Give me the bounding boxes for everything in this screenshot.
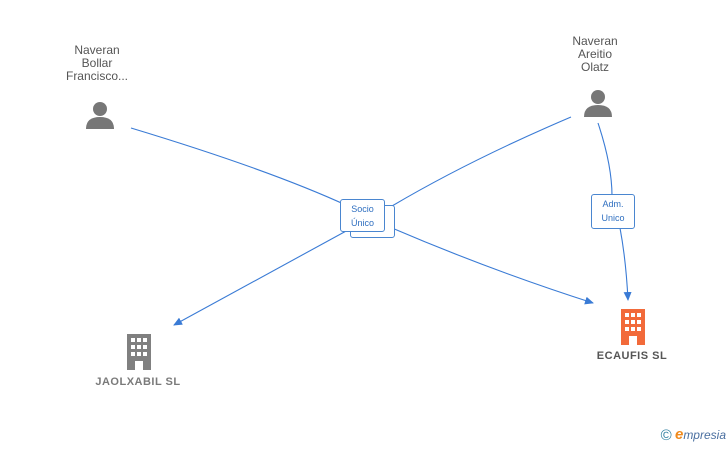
- company-name[interactable]: JAOLXABIL SL: [95, 376, 181, 388]
- edge-label-line: Unico: [601, 213, 625, 223]
- person-icon[interactable]: [583, 88, 613, 118]
- person-name-line: Bollar: [81, 56, 113, 70]
- edge-label-adm-unico[interactable]: Adm. Unico: [591, 194, 635, 229]
- edge-label-socio-unico[interactable]: Socio Único: [340, 199, 385, 232]
- edge-line-to-jaolxabil: [173, 229, 349, 326]
- brand-logo-text: mpresia: [683, 428, 726, 442]
- person-name[interactable]: Naveran Bollar Francisco...: [37, 44, 157, 83]
- person-icon[interactable]: [85, 100, 115, 130]
- copyright-symbol: ©: [660, 427, 672, 444]
- edge-label-line: Único: [350, 218, 374, 228]
- person-name-line: Francisco...: [65, 69, 128, 83]
- company-name[interactable]: ECAUFIS SL: [596, 350, 668, 362]
- person-name-line: Naveran: [572, 34, 618, 48]
- edge-line-adm: [597, 122, 613, 197]
- brand-logo-initial: e: [674, 426, 684, 443]
- person-name[interactable]: Naveran Areitio Olatz: [535, 35, 655, 74]
- building-icon[interactable]: [618, 309, 648, 345]
- edge-label-line: Socio: [351, 204, 374, 214]
- edge-line-person2-socio: [391, 116, 572, 207]
- person-name-line: Areitio: [577, 47, 612, 61]
- person-name-line: Naveran: [74, 43, 120, 57]
- edge-line-to-ecaufis: [391, 227, 594, 305]
- edge-line-person1-socio: [130, 127, 349, 207]
- brand-watermark: © empresia: [661, 426, 726, 444]
- person-name-line: Olatz: [580, 60, 609, 74]
- edge-line-adm-lower: [619, 227, 632, 301]
- edge-label-line: Adm.: [602, 199, 624, 209]
- building-icon[interactable]: [124, 334, 154, 370]
